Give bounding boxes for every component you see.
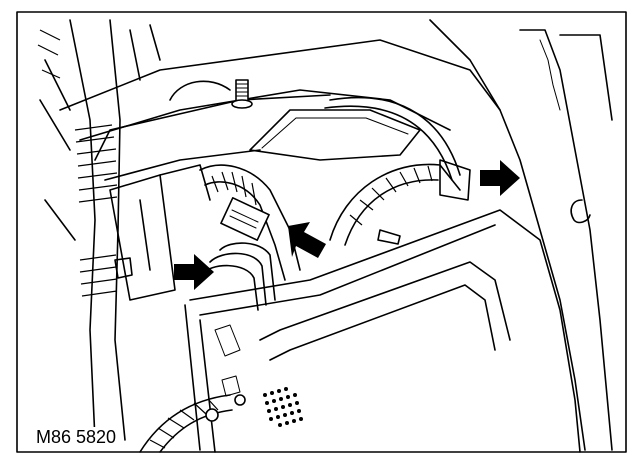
left-harness <box>37 19 161 441</box>
connector-pins <box>263 387 303 427</box>
module-housing <box>109 164 211 301</box>
figure-frame <box>16 11 627 453</box>
corrugated-hose <box>139 394 246 453</box>
curved-harness <box>324 96 471 246</box>
upper-tray <box>59 39 501 181</box>
stud-bolt <box>231 79 253 109</box>
arrow-top-right <box>288 222 326 258</box>
lower-panel <box>184 209 581 453</box>
arrow-bottom-left <box>174 254 214 290</box>
reference-code: M86 5820 <box>34 427 119 447</box>
center-connectors <box>199 164 301 311</box>
body-panel <box>429 19 613 451</box>
arrow-right-center <box>480 160 520 196</box>
